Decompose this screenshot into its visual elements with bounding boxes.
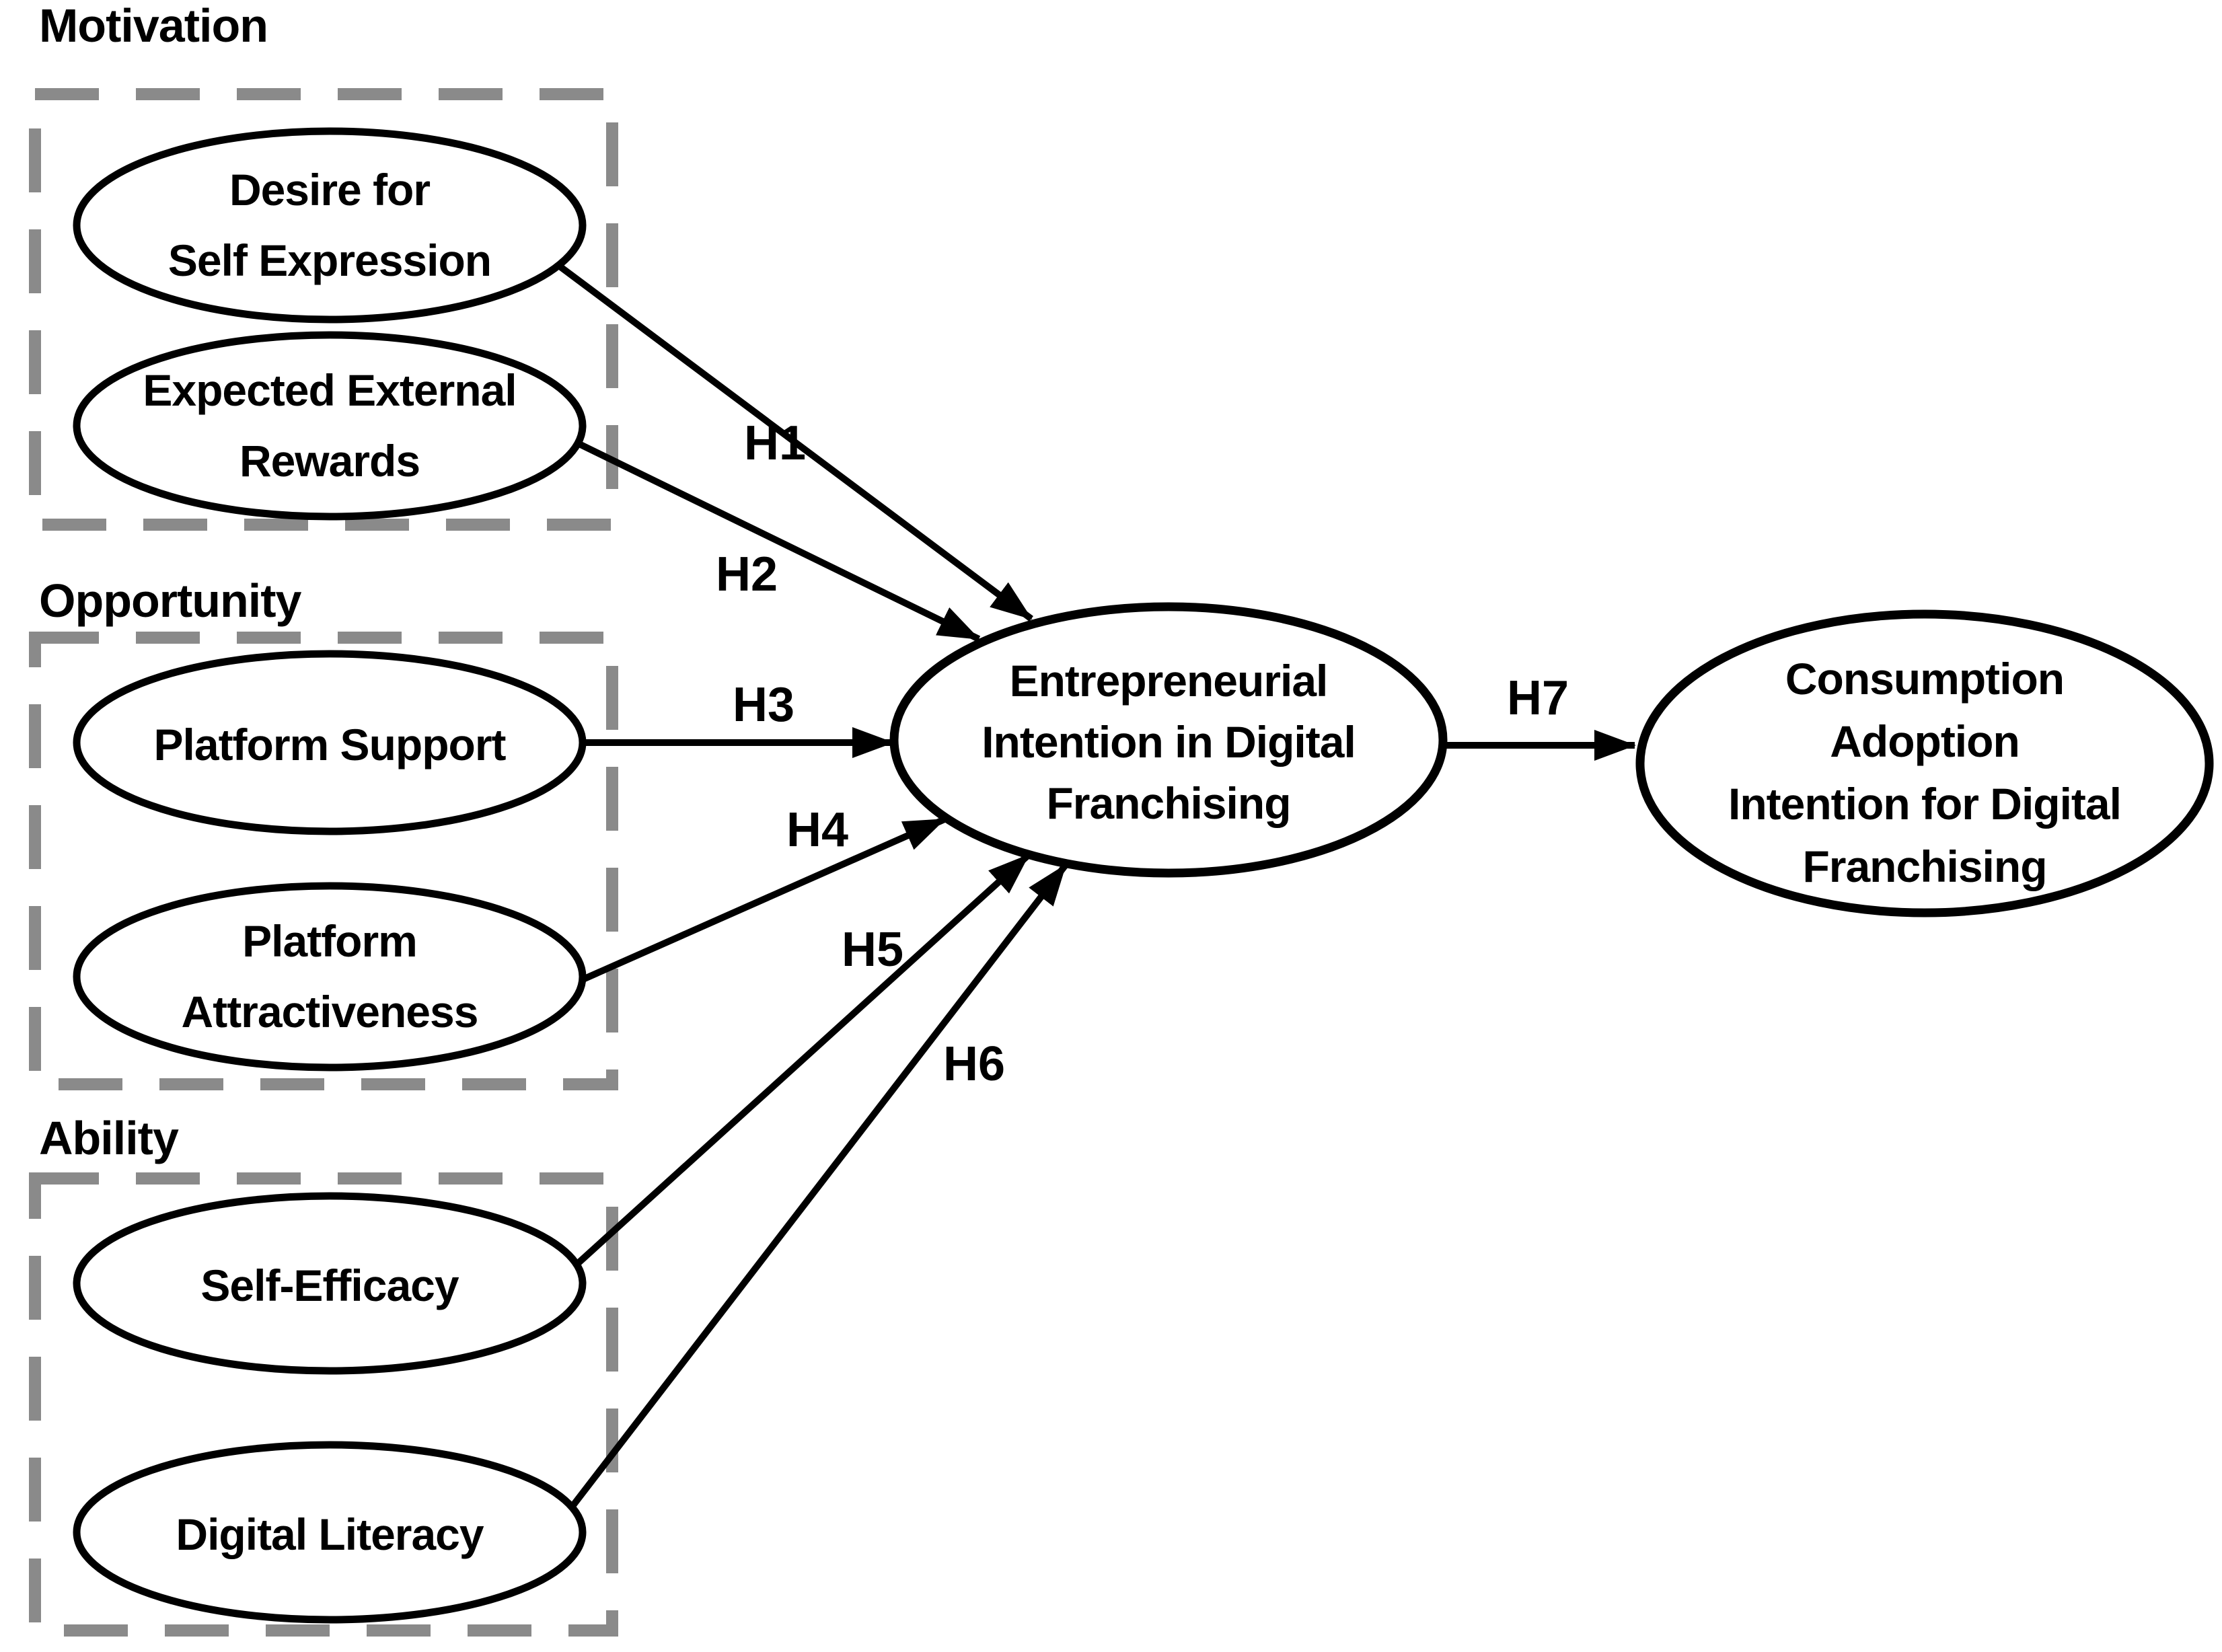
arrow-h6 [559, 862, 1068, 1523]
node-label-line: Rewards [239, 436, 420, 486]
node-label-line: Platform [242, 916, 417, 966]
node-label-line: Platform Support [154, 720, 507, 769]
node-ellipse-self-efficacy [73, 1192, 587, 1375]
node-label-entrepreneurial-intention: Entrepreneurial Intention in Digital Fra… [982, 656, 1356, 828]
node-label-line: Self-Efficacy [200, 1261, 459, 1310]
node-label-line: Attractiveness [182, 987, 478, 1037]
arrow-label-h7: H7 [1507, 671, 1569, 725]
node-label-self-efficacy: Self-Efficacy [200, 1261, 459, 1310]
node-label-line: Franchising [1046, 778, 1290, 828]
node-label-line: Desire for [229, 165, 430, 215]
node-label-line: Digital Literacy [176, 1509, 484, 1559]
node-ellipse-consumption-adoption-intention [1635, 609, 2214, 917]
arrow-label-h3: H3 [733, 678, 794, 732]
arrow-h2 [550, 427, 981, 642]
group-label-ability: Ability [39, 1112, 179, 1164]
node-label-platform-support: Platform Support [154, 720, 507, 769]
node-label-line: Intention in Digital [982, 717, 1356, 767]
node-label-expected-external-rewards: Expected External Rewards [143, 365, 517, 486]
arrow-label-h2: H2 [716, 548, 778, 601]
node-ellipse-expected-external-rewards [73, 331, 587, 521]
arrow-label-h6: H6 [943, 1037, 1005, 1091]
node-label-line: Adoption [1830, 716, 2020, 766]
node-label-line: Franchising [1802, 841, 2046, 891]
node-label-line: Consumption [1785, 654, 2064, 704]
arrow-label-h5: H5 [842, 923, 903, 977]
arrow-h4 [560, 816, 947, 992]
arrow-label-h4: H4 [786, 803, 848, 857]
node-label-desire-for-self-expression: Desire for Self Expression [168, 165, 492, 285]
node-ellipse-digital-literacy [73, 1441, 587, 1624]
node-label-line: Expected External [143, 365, 516, 415]
group-box-ability [29, 1172, 618, 1637]
arrow-h5 [559, 852, 1031, 1281]
node-ellipse-platform-support [73, 650, 587, 835]
node-ellipse-platform-attractiveness [73, 882, 587, 1072]
node-label-line: Intention for Digital [1728, 779, 2121, 829]
node-ellipse-entrepreneurial-intention [889, 602, 1448, 878]
arrow-label-h1: H1 [744, 416, 806, 470]
node-label-line: Entrepreneurial [1010, 656, 1328, 706]
node-label-platform-attractiveness: Platform Attractiveness [182, 916, 479, 1037]
node-label-digital-literacy: Digital Literacy [176, 1509, 484, 1559]
arrow-h1 [536, 247, 1033, 622]
node-label-consumption-adoption-intention: Consumption Adoption Intention for Digit… [1728, 654, 2122, 891]
group-box-opportunity [29, 632, 618, 1090]
group-label-motivation: Motivation [39, 0, 268, 52]
node-label-line: Self Expression [168, 235, 491, 285]
group-label-opportunity: Opportunity [39, 574, 302, 627]
node-ellipse-desire-for-self-expression [73, 127, 587, 324]
